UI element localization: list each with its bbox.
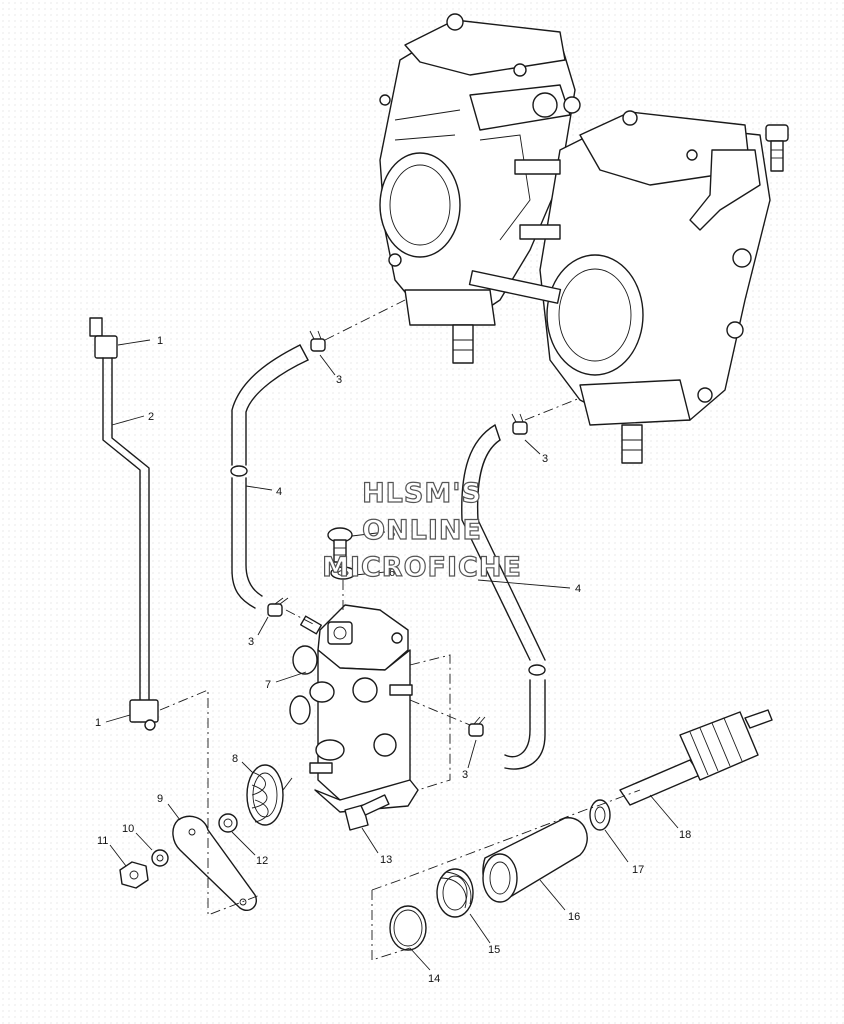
- callout-numbers: 1 2 3 3 4 5 6 4 3 7 1 8 3 9 10 11 12 13 …: [95, 335, 691, 985]
- watermark-line-2: ONLINE: [362, 515, 482, 546]
- fuel-lines: [230, 344, 546, 770]
- callout-5: 5: [389, 528, 395, 540]
- watermark: HLSM'S ONLINE MICROFICHE: [321, 477, 522, 583]
- spring: [246, 764, 293, 826]
- callout-1-top: 1: [157, 335, 163, 347]
- callout-7: 7: [265, 679, 271, 691]
- guide-lines: [159, 299, 641, 961]
- callout-4-left: 4: [276, 486, 282, 498]
- callout-12: 12: [256, 855, 268, 867]
- watermark-line-1: HLSM'S: [362, 478, 482, 509]
- choke-cable: [89, 317, 159, 731]
- callout-10: 10: [122, 823, 134, 835]
- fuel-pump: [289, 604, 419, 813]
- callout-18: 18: [679, 829, 691, 841]
- callout-6: 6: [389, 567, 395, 579]
- carburetor-assembly: [379, 13, 789, 464]
- bolt: [344, 794, 390, 831]
- watermark-line-3: MICROFICHE: [322, 552, 522, 583]
- callout-13: 13: [380, 854, 392, 866]
- callout-15: 15: [488, 944, 500, 956]
- callout-9: 9: [157, 793, 163, 805]
- callout-14: 14: [428, 973, 440, 985]
- callout-4-right: 4: [575, 583, 581, 595]
- callout-17: 17: [632, 864, 644, 876]
- callout-1-bottom: 1: [95, 717, 101, 729]
- drive-parts: [389, 799, 611, 951]
- lever-assembly: [119, 813, 257, 912]
- screw-and-washer: [327, 527, 356, 580]
- callout-2: 2: [148, 411, 154, 423]
- gear-shaft: [619, 709, 773, 806]
- callout-3-mid-right: 3: [462, 769, 468, 781]
- callout-3-mid-left: 3: [248, 636, 254, 648]
- callout-3-top-right: 3: [542, 453, 548, 465]
- leader-lines: [105, 339, 679, 971]
- callout-16: 16: [568, 911, 580, 923]
- callout-3-top-left: 3: [336, 374, 342, 386]
- callout-8: 8: [232, 753, 238, 765]
- hose-clamps: [267, 330, 528, 737]
- callout-11: 11: [97, 835, 108, 847]
